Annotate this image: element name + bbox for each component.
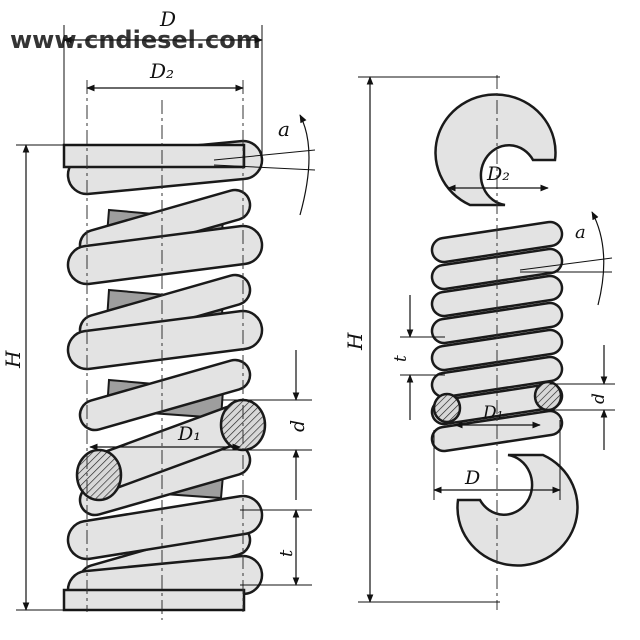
- compression-label-D: D: [159, 7, 176, 31]
- compression-front-coil: [66, 224, 264, 286]
- extension-label-t: t: [391, 355, 411, 362]
- extension-bottom-hook: [456, 453, 579, 567]
- compression-spring-front-coils: [62, 139, 267, 612]
- compression-wire-section-left: [75, 448, 123, 502]
- compression-top-end: [62, 143, 246, 169]
- extension-angle-arc: [591, 211, 605, 306]
- compression-angle-line-2: [213, 164, 316, 171]
- extension-coil: [430, 220, 564, 264]
- extension-label-D2: D₂: [486, 163, 510, 185]
- compression-label-a: a: [278, 117, 290, 141]
- compression-bottom-end: [62, 588, 246, 612]
- extension-label-H: H: [343, 332, 367, 351]
- extension-spring: H D₂ a t d D₁ D: [343, 75, 615, 610]
- compression-spring: D D₂ H a d D₁ t: [1, 7, 316, 620]
- compression-label-D1: D₁: [177, 423, 201, 445]
- compression-label-H: H: [1, 350, 25, 369]
- extension-angle-line-1: [519, 257, 613, 271]
- compression-label-t: t: [276, 549, 297, 557]
- extension-wire-section-right: [533, 380, 563, 412]
- extension-label-d: d: [589, 393, 609, 404]
- extension-top-hook: [434, 93, 557, 207]
- extension-label-D1: D₁: [482, 403, 503, 423]
- compression-label-D2: D₂: [149, 59, 174, 83]
- extension-label-D: D: [464, 467, 480, 489]
- compression-back-coil: [78, 358, 252, 432]
- extension-coil: [430, 301, 564, 345]
- compression-angle-arc: [299, 114, 310, 216]
- extension-wire-section-left: [432, 392, 462, 424]
- compression-label-d: d: [287, 420, 309, 432]
- compression-angle-line-1: [213, 149, 316, 161]
- extension-spring-coils: [430, 220, 564, 453]
- extension-label-a: a: [575, 222, 586, 243]
- compression-front-coil: [66, 309, 264, 371]
